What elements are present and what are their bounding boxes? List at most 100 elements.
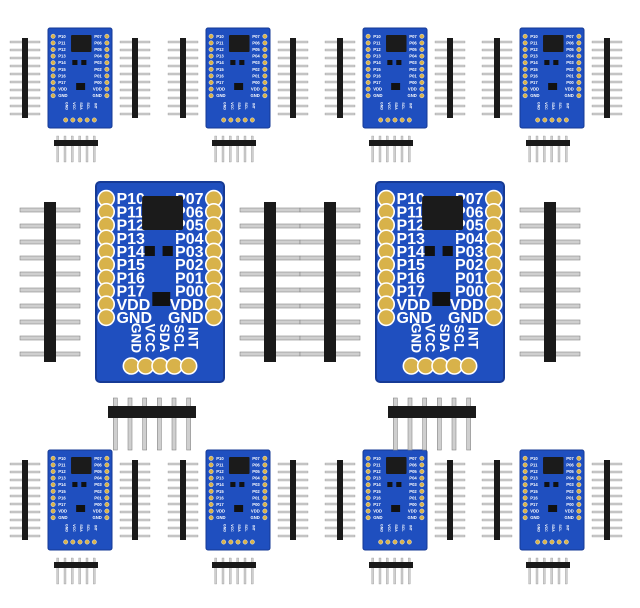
pin-header-strip xyxy=(167,38,199,118)
solder-pad xyxy=(576,495,582,501)
pin-label-left: GND xyxy=(530,93,539,98)
pin-label-bottom: INT xyxy=(251,525,255,532)
pin-label-left: P15 xyxy=(58,489,66,494)
pin-label-left: P12 xyxy=(396,218,425,235)
pin-label-left: GND xyxy=(396,310,432,327)
solder-pad xyxy=(576,508,582,514)
smd-component xyxy=(162,246,173,256)
pin-label-bottom: GND xyxy=(537,524,541,532)
solder-pad xyxy=(419,66,425,72)
solder-pad xyxy=(262,93,268,99)
pin-label-right: P04 xyxy=(455,231,484,248)
solder-pad xyxy=(104,515,110,521)
solder-pad xyxy=(262,33,268,39)
pin-label-left: GND xyxy=(58,515,67,520)
pin-label-left: P10 xyxy=(58,456,66,461)
solder-pad xyxy=(50,455,56,461)
solder-pad xyxy=(208,73,214,79)
pin-header-strip xyxy=(591,460,623,540)
solder-pad xyxy=(378,117,384,123)
pin-label-right: P01 xyxy=(94,495,102,500)
solder-pad xyxy=(522,40,528,46)
pin-label-right: P02 xyxy=(175,257,204,274)
pin-label-right: P04 xyxy=(566,476,574,481)
solder-pad xyxy=(419,73,425,79)
ic-chip xyxy=(71,35,92,52)
smd-component xyxy=(548,505,558,512)
pin-label-left: P11 xyxy=(58,462,66,467)
solder-pad xyxy=(522,86,528,92)
pin-label-right: P02 xyxy=(566,67,574,72)
solder-pad xyxy=(262,502,268,507)
pin-label-left: GND xyxy=(216,515,225,520)
pin-label-left: P17 xyxy=(58,80,66,85)
pin-label-left: P12 xyxy=(58,47,66,52)
solder-pad xyxy=(419,40,425,46)
pin-label-left: P13 xyxy=(216,54,224,59)
pin-label-bottom: VCC xyxy=(387,524,391,532)
solder-pad xyxy=(522,482,528,488)
pin-label-left: VDD xyxy=(216,509,225,514)
pin-label-right: P07 xyxy=(94,34,102,39)
pin-header-strip xyxy=(526,557,570,585)
pin-label-left: P13 xyxy=(373,476,381,481)
solder-pad xyxy=(50,462,56,468)
solder-pad xyxy=(262,488,268,494)
pin-header-strip xyxy=(299,202,361,362)
smd-component xyxy=(72,60,78,65)
pin-label-right: P07 xyxy=(409,456,417,461)
smd-component xyxy=(553,482,559,487)
pin-label-left: P12 xyxy=(116,218,145,235)
pin-label-left: VDD xyxy=(216,87,225,92)
pin-label-right: VDD xyxy=(565,509,574,514)
solder-pad xyxy=(208,47,214,52)
solder-pad xyxy=(50,33,56,39)
solder-pad xyxy=(249,117,255,123)
pin-label-right: P06 xyxy=(409,462,417,467)
smd-component xyxy=(239,482,245,487)
pin-label-left: P10 xyxy=(116,191,145,208)
pin-header-strip xyxy=(526,135,570,163)
solder-pad xyxy=(50,515,56,521)
pin-label-right: P03 xyxy=(455,244,484,261)
solder-pad xyxy=(208,488,214,494)
solder-pad xyxy=(208,60,214,66)
smd-component xyxy=(76,83,86,90)
solder-pad xyxy=(419,475,425,481)
pin-label-right: P02 xyxy=(566,489,574,494)
solder-pad xyxy=(522,93,528,99)
smd-component xyxy=(76,505,86,512)
pin-label-right: P07 xyxy=(94,456,102,461)
solder-pad xyxy=(365,40,371,46)
solder-pad xyxy=(576,86,582,92)
pin-header-strip xyxy=(591,38,623,118)
smd-component xyxy=(424,246,435,256)
pin-label-left: P13 xyxy=(58,54,66,59)
pin-label-left: P14 xyxy=(373,60,381,65)
solder-pad xyxy=(576,33,582,39)
solder-pad xyxy=(208,482,214,488)
pin-header-strip xyxy=(108,397,196,451)
pin-label-bottom: VCC xyxy=(143,324,158,353)
solder-pad xyxy=(97,308,116,327)
pin-label-left: P17 xyxy=(396,284,425,301)
pin-label-right: P06 xyxy=(252,40,260,45)
ic-chip xyxy=(229,457,250,474)
solder-pad xyxy=(542,539,548,545)
pin-label-right: P03 xyxy=(252,60,260,65)
solder-pad xyxy=(104,73,110,79)
pin-label-left: P17 xyxy=(373,502,381,507)
pin-label-left: P10 xyxy=(373,456,381,461)
pin-label-right: P05 xyxy=(252,47,260,52)
pin-label-right: P03 xyxy=(566,482,574,487)
pin-label-right: P03 xyxy=(94,482,102,487)
pin-label-right: GND xyxy=(92,515,101,520)
solder-pad xyxy=(377,308,396,327)
pin-label-bottom: INT xyxy=(93,103,97,110)
pin-label-left: P15 xyxy=(373,67,381,72)
